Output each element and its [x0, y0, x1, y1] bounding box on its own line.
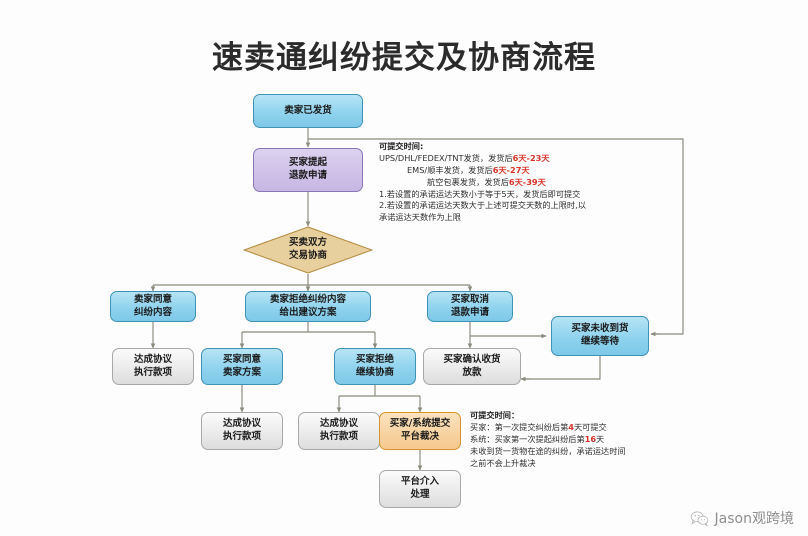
node-seller-reject[interactable]: 卖家拒绝纠纷内容 给出建议方案: [245, 291, 371, 322]
note-bottom-line1: 买家：第一次提交纠纷后第4天可提交: [470, 422, 626, 434]
node-platform-handle-line1: 平台介入: [400, 476, 439, 488]
node-buyer-refund-request-line1: 买家提起: [288, 157, 327, 169]
note-bottom-line1-red: 4: [568, 421, 574, 432]
note-top-line3: 航空包裹发货，发货后6天-39天: [379, 177, 586, 189]
node-platform-handle-line2: 处理: [410, 489, 430, 500]
node-buyer-confirm-receipt[interactable]: 买家确认收货 放款: [423, 348, 521, 385]
node-agreement-3-line2: 执行款项: [319, 431, 358, 442]
note-top-line3-text: 航空包裹发货，发货后: [427, 176, 509, 187]
node-buyer-not-received-line1: 买家未收到货: [571, 323, 629, 335]
node-buyer-cancel-line2: 退款申请: [450, 306, 489, 318]
note-bottom-line2-red: 16: [584, 433, 597, 444]
node-buyer-reject-plan-line1: 买家拒绝: [355, 353, 394, 365]
node-buyer-not-received-line2: 继续等待: [580, 336, 619, 347]
node-buyer-cancel[interactable]: 买家取消 退款申请: [427, 291, 513, 322]
note-top-line1-text: UPS/DHL/FEDEX/TNT发货，发货后: [379, 152, 513, 163]
note-top-heading: 可提交时间:: [379, 141, 424, 151]
node-agreement-3[interactable]: 达成协议 执行款项: [298, 412, 380, 450]
node-agreement-2-line2: 执行款项: [222, 431, 261, 442]
note-bottom-line4: 之前不会上升裁决: [470, 457, 536, 468]
node-buyer-confirm-receipt-line2: 放款: [462, 366, 482, 378]
note-top-line1-red-b: 23天: [529, 152, 550, 163]
node-seller-shipped[interactable]: 卖家已发货: [253, 94, 363, 128]
note-top-line1: UPS/DHL/FEDEX/TNT发货，发货后6天-23天: [379, 153, 586, 165]
node-buyer-accept-plan-line1: 买家同意: [222, 353, 261, 365]
node-seller-agree-line2: 纠纷内容: [133, 306, 172, 318]
node-buyer-refund-request-line2: 退款申请: [288, 170, 327, 181]
node-escalate-platform[interactable]: 买家/系统提交 平台裁决: [379, 412, 461, 450]
note-bottom-line2: 系统：买家第一次提起纠纷后第16天: [470, 434, 626, 446]
wechat-icon: [690, 510, 708, 526]
node-negotiation-line1: 买卖双方: [288, 237, 327, 249]
page-title: 速卖通纠纷提交及协商流程: [212, 40, 596, 76]
watermark-label: Jason观跨境: [714, 511, 794, 527]
note-top-line5: 2.若设置的承诺运达天数大于上述可提交天数的上限时,以: [379, 200, 586, 211]
node-buyer-not-received[interactable]: 买家未收到货 继续等待: [551, 316, 649, 356]
node-escalate-platform-line1: 买家/系统提交: [389, 418, 451, 430]
note-bottom-line3: 未收到货一货物在途的纠纷，承诺运达时间: [470, 445, 626, 456]
note-top-line2-red-a: 6天: [492, 164, 507, 175]
node-platform-handle[interactable]: 平台介入 处理: [379, 470, 461, 508]
note-top-line6: 承诺运达天数作为上限: [379, 212, 461, 223]
node-negotiation-decision[interactable]: 买卖双方 交易协商: [243, 226, 373, 274]
note-bottom-heading: 可提交时间：: [470, 410, 520, 420]
watermark: Jason观跨境: [690, 508, 794, 528]
note-top-line2: EMS/顺丰发货，发货后6天-27天: [379, 165, 586, 177]
node-buyer-cancel-line1: 买家取消: [450, 293, 489, 305]
node-seller-agree[interactable]: 卖家同意 纠纷内容: [110, 291, 196, 322]
node-escalate-platform-line2: 平台裁决: [400, 431, 439, 442]
note-top-line2-red-b: 27天: [510, 164, 530, 175]
node-agreement-1-line1: 达成协议: [133, 353, 172, 365]
node-agreement-1-line2: 执行款项: [133, 366, 172, 378]
note-submit-window-top: 可提交时间: UPS/DHL/FEDEX/TNT发货，发货后6天-23天 EMS…: [379, 141, 586, 224]
note-top-line3-red-a: 6天: [508, 176, 523, 187]
note-top-line3-red-b: 39天: [526, 176, 546, 187]
note-top-line2-text: EMS/顺丰发货，发货后: [407, 164, 493, 175]
node-seller-shipped-line1: 卖家已发货: [284, 104, 332, 116]
node-negotiation-line2: 交易协商: [288, 250, 327, 261]
node-agreement-1[interactable]: 达成协议 执行款项: [112, 348, 194, 385]
note-bottom-line1-pre: 买家：第一次提交纠纷后第: [470, 421, 569, 432]
node-seller-reject-line2: 给出建议方案: [279, 306, 337, 318]
note-submit-window-bottom: 可提交时间： 买家：第一次提交纠纷后第4天可提交 系统：买家第一次提起纠纷后第1…: [470, 410, 626, 469]
node-negotiation-label: 买卖双方 交易协商: [289, 237, 327, 263]
node-agreement-2-line1: 达成协议: [222, 418, 261, 430]
note-bottom-line2-post: 天: [596, 433, 605, 444]
node-buyer-refund-request[interactable]: 买家提起 退款申请: [253, 148, 363, 192]
note-bottom-line2-pre: 系统：买家第一次提起纠纷后第: [470, 433, 585, 444]
node-seller-agree-line1: 卖家同意: [133, 293, 172, 305]
note-top-line1-red-a: 6天: [512, 152, 527, 163]
node-buyer-accept-plan[interactable]: 买家同意 卖家方案: [201, 348, 283, 385]
node-agreement-3-line1: 达成协议: [319, 418, 358, 430]
node-seller-reject-line1: 卖家拒绝纠纷内容: [269, 293, 346, 305]
note-bottom-line1-post: 天可提交: [573, 421, 607, 432]
node-buyer-reject-plan[interactable]: 买家拒绝 继续协商: [334, 348, 416, 385]
node-buyer-reject-plan-line2: 继续协商: [355, 366, 394, 378]
node-buyer-confirm-receipt-line1: 买家确认收货: [443, 353, 501, 365]
node-buyer-accept-plan-line2: 卖家方案: [222, 366, 261, 378]
note-top-line4: 1.若设置的承诺运达天数小于等于5天，发货后即可提交: [379, 188, 581, 199]
node-agreement-2[interactable]: 达成协议 执行款项: [201, 412, 283, 450]
